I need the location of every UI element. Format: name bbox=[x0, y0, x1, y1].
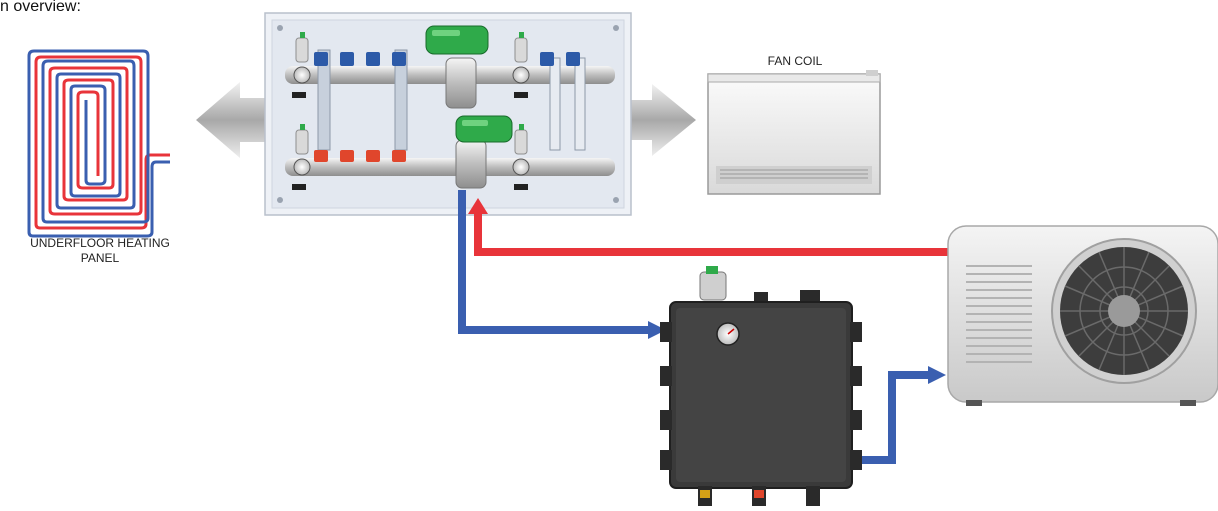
flow-arrow-icon bbox=[626, 84, 696, 156]
manifold-icon bbox=[265, 13, 631, 215]
diagram-heading: n overview: bbox=[0, 0, 81, 16]
flow-arrow-icon bbox=[196, 82, 268, 158]
fan-coil-unit-icon bbox=[708, 70, 880, 194]
underfloor-heating-label: UNDERFLOOR HEATING PANEL bbox=[20, 236, 180, 266]
flow-arrow-icon bbox=[928, 366, 946, 384]
underfloor-heating-label-line2: PANEL bbox=[20, 251, 180, 266]
underfloor-heating-label-line1: UNDERFLOOR HEATING bbox=[20, 236, 180, 251]
buffer-tank-icon bbox=[660, 266, 862, 506]
underfloor-coil-icon bbox=[29, 51, 170, 236]
fan-coil-label: FAN COIL bbox=[710, 54, 880, 68]
heat-pump-icon bbox=[948, 226, 1218, 406]
